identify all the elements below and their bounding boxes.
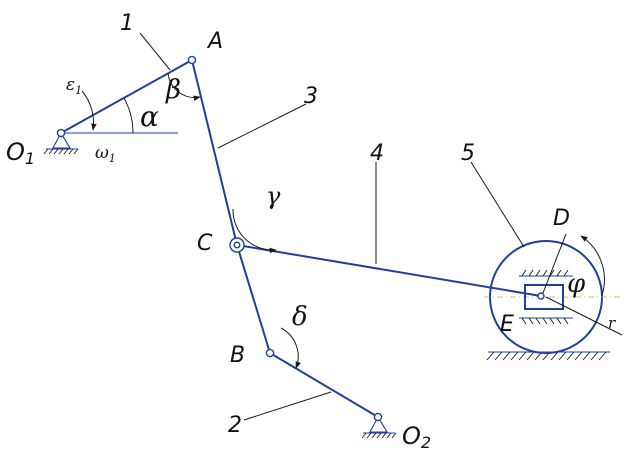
label-omega: ω1	[95, 143, 116, 165]
link-3-upper	[191, 59, 238, 246]
label-epsilon: ε1	[66, 75, 82, 97]
slider-guide-top	[519, 269, 573, 277]
leader-link-3	[217, 103, 307, 149]
joint-b	[265, 348, 275, 358]
label-point-d: D	[553, 206, 570, 231]
angle-gamma-arc	[232, 208, 277, 254]
joint-e	[537, 292, 545, 300]
angle-delta-arc	[280, 327, 301, 369]
label-alpha: α	[140, 100, 159, 133]
joint-o2	[373, 412, 383, 422]
label-pivot-o2: O2	[402, 422, 431, 452]
joint-c-inner	[233, 241, 241, 249]
label-pivot-o1: O1	[6, 138, 35, 168]
slider-guide-bottom	[519, 317, 573, 325]
slider-block	[524, 284, 564, 310]
ground-support-o2	[361, 415, 397, 439]
angle-alpha-arc	[123, 97, 134, 134]
leader-point-d	[542, 233, 567, 294]
label-point-a: A	[206, 29, 223, 54]
ground-support-o1	[43, 131, 79, 155]
label-link-1: 1	[120, 11, 134, 36]
label-radius: r	[608, 314, 616, 332]
label-link-4: 4	[370, 141, 384, 166]
label-link-5: 5	[461, 141, 475, 166]
label-point-b: B	[230, 343, 245, 368]
angle-epsilon-arc	[81, 90, 97, 131]
label-beta: β	[165, 75, 181, 105]
label-gamma: γ	[266, 182, 281, 210]
link-4	[236, 244, 542, 297]
link-1	[60, 59, 193, 134]
link-3-lower	[236, 244, 271, 354]
label-phi: φ	[567, 269, 586, 299]
leader-link-2	[243, 391, 332, 421]
label-point-e: E	[500, 312, 514, 337]
leader-link-5	[470, 161, 525, 248]
angle-phi-arc	[580, 235, 605, 296]
label-link-3: 3	[304, 84, 318, 109]
link-2	[269, 352, 379, 418]
label-point-c: C	[197, 231, 213, 256]
angle-beta-arc	[167, 72, 201, 101]
joint-a	[187, 55, 197, 65]
leader-link-1	[139, 32, 171, 71]
label-delta: δ	[292, 302, 308, 332]
radius-line	[545, 296, 623, 336]
joint-o1	[56, 128, 66, 138]
label-link-2: 2	[228, 413, 242, 438]
